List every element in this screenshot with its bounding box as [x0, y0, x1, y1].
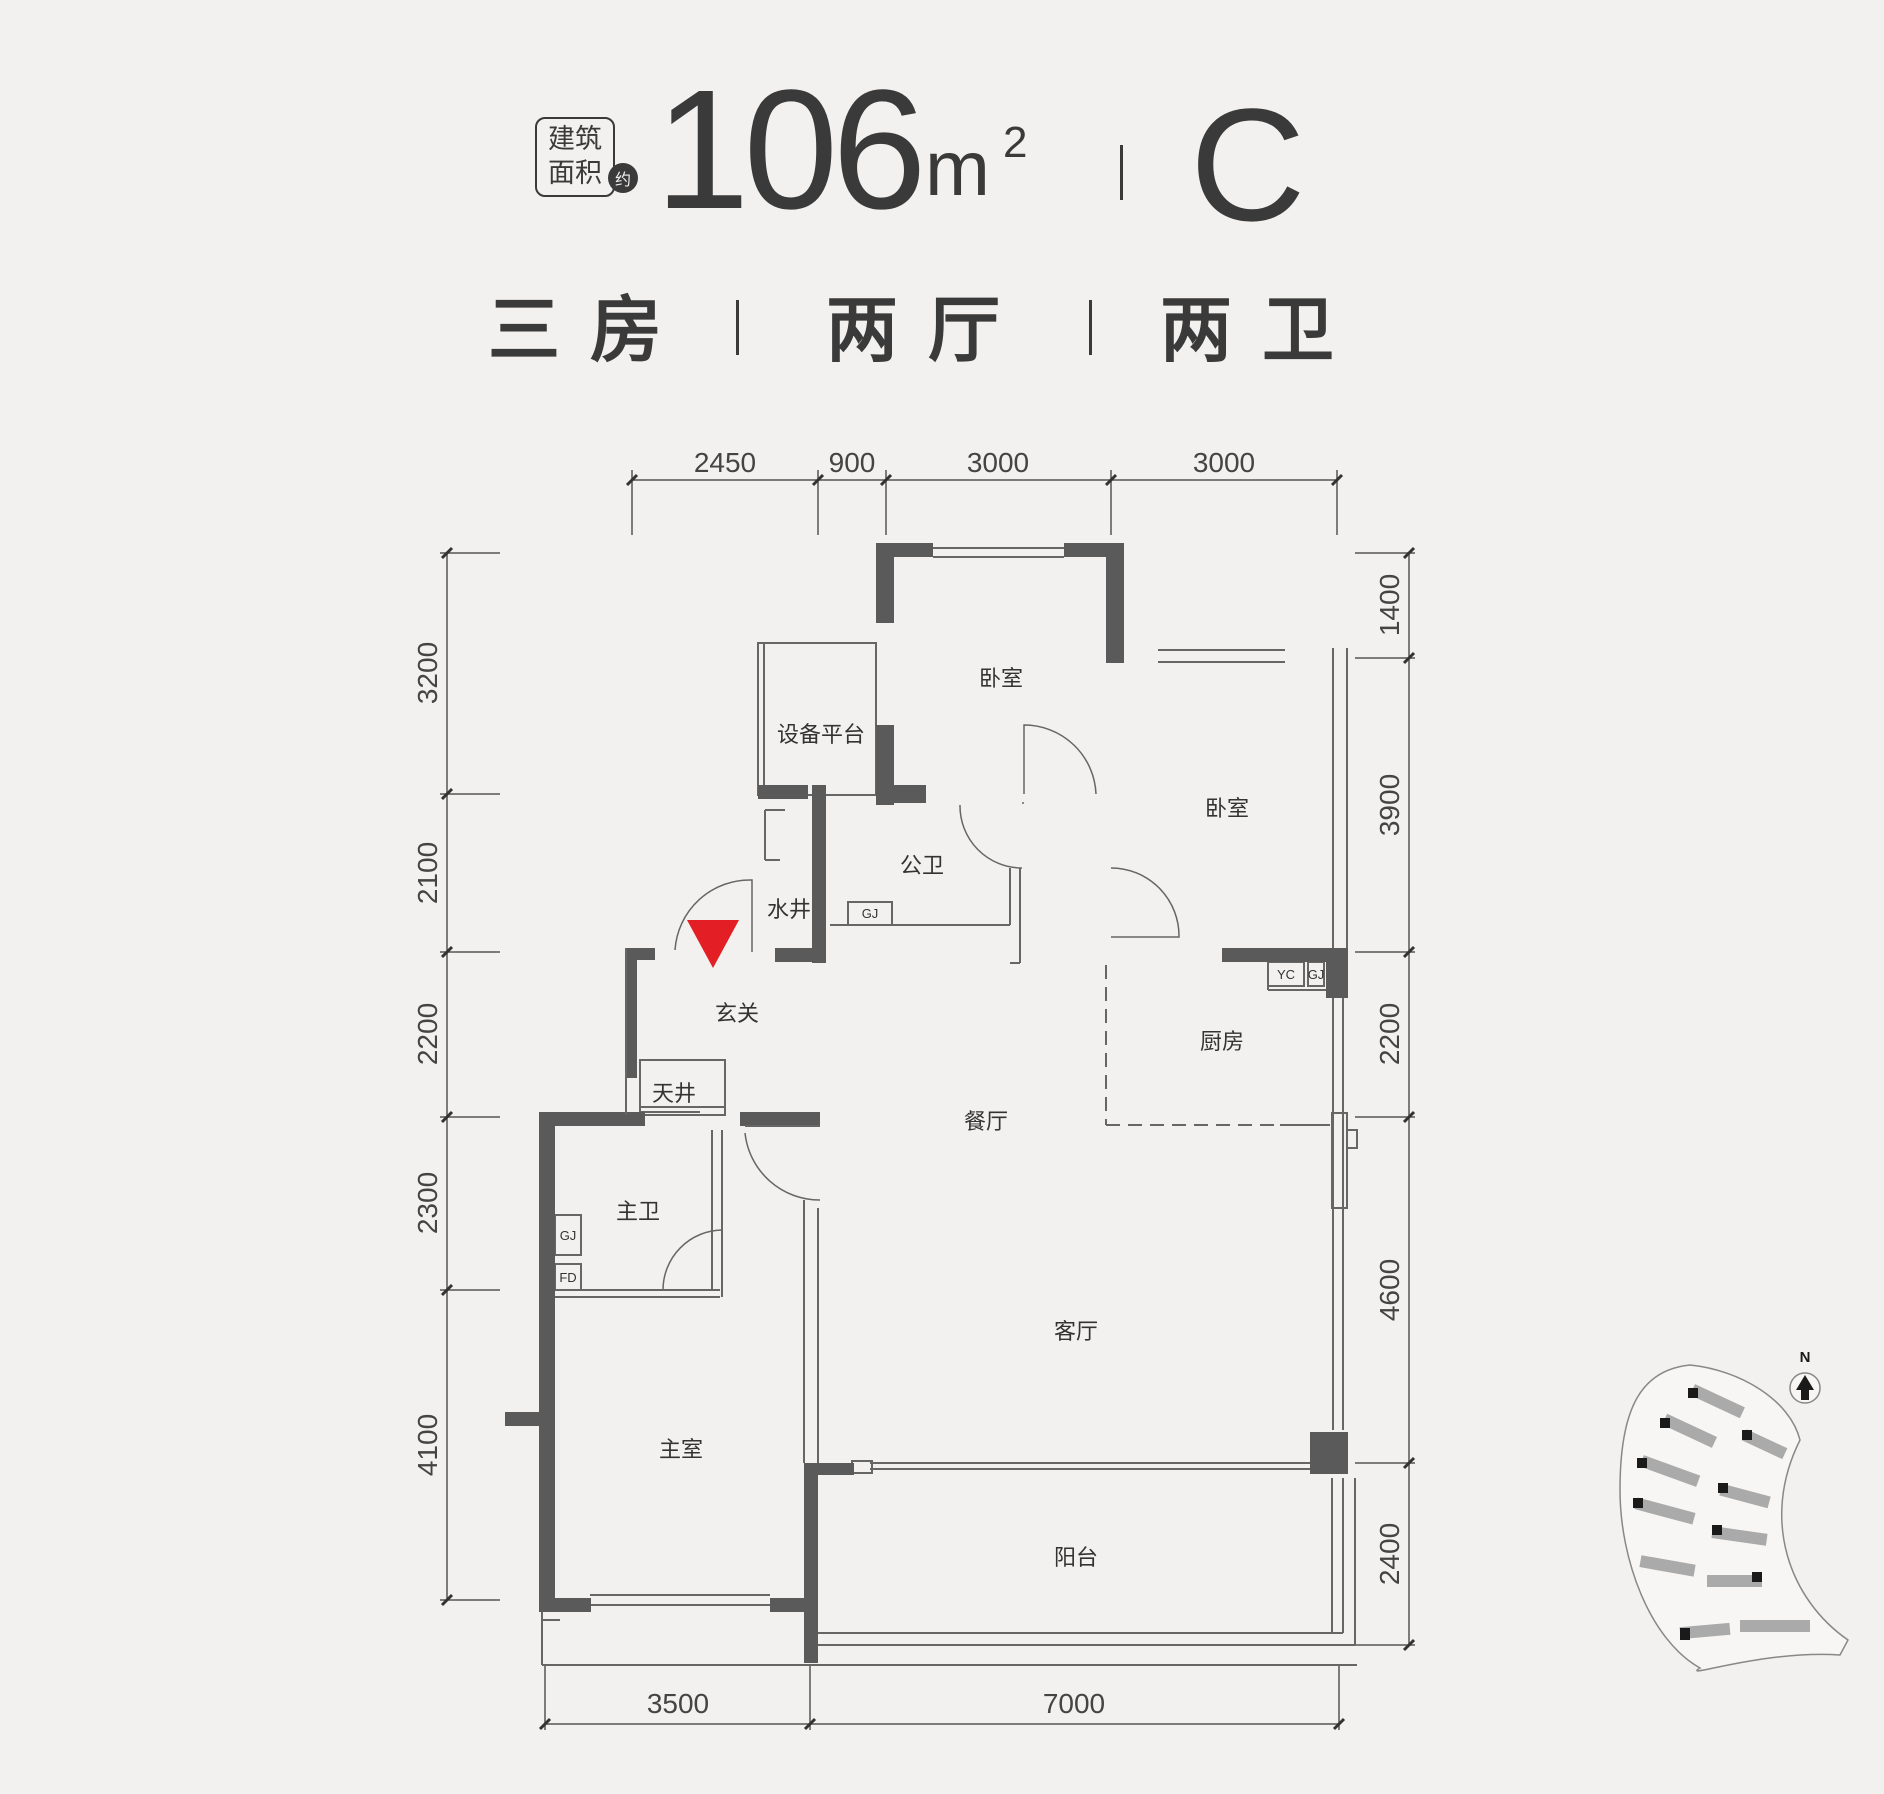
site-key-plan: N [1619, 1349, 1849, 1672]
dim-right-1: 1400 [1374, 574, 1405, 636]
dim-left-4: 2300 [412, 1172, 443, 1234]
dim-left-1: 3200 [412, 642, 443, 704]
room-light-well: 天井 [652, 1082, 696, 1107]
dim-right-4: 4600 [1374, 1259, 1405, 1321]
room-public-bath: 公卫 [900, 854, 944, 879]
dim-top-4: 3000 [1193, 447, 1255, 478]
room-dining: 餐厅 [964, 1110, 1008, 1135]
fixture-gj-master: GJ [560, 1228, 577, 1243]
feature-baths: 两卫 [1160, 288, 1365, 372]
dim-right-3: 2200 [1374, 1003, 1405, 1065]
dim-left-5: 4100 [412, 1414, 443, 1476]
area-unit: m [925, 124, 990, 212]
feature-divider-2 [1089, 300, 1092, 355]
fixture-fd: FD [559, 1270, 576, 1285]
dimension-lines [440, 470, 1415, 1730]
dim-left-3: 2200 [412, 1003, 443, 1065]
fixture-gj-kitchen: GJ [1308, 967, 1325, 982]
thin-walls [541, 547, 1358, 1666]
feature-divider-1 [736, 300, 739, 355]
area-badge-sub: 约 [608, 163, 638, 193]
area-value: 106 [655, 55, 927, 245]
area-badge-line2: 面积 [548, 158, 602, 189]
feature-bedrooms: 三房 [488, 288, 693, 372]
fixture-gj-public: GJ [862, 906, 879, 921]
room-water-well: 水井 [767, 898, 811, 923]
fixture-yc: YC [1277, 967, 1295, 982]
dim-top-1: 2450 [694, 447, 756, 478]
dim-bottom-2: 7000 [1043, 1688, 1105, 1719]
room-bedroom-east: 卧室 [1205, 797, 1249, 822]
room-equipment-platform: 设备平台 [777, 723, 865, 748]
dim-top-2: 900 [829, 447, 876, 478]
header-divider [1120, 145, 1123, 200]
dimension-ticks [440, 473, 1416, 1731]
room-balcony: 阳台 [1054, 1546, 1098, 1571]
unit-type: C [1190, 75, 1306, 254]
area-unit-sup: 2 [1003, 118, 1028, 167]
feature-halls: 两厅 [826, 288, 1031, 372]
room-kitchen: 厨房 [1200, 1030, 1244, 1055]
room-living: 客厅 [1054, 1320, 1098, 1345]
entry-marker-icon [687, 920, 739, 968]
dim-right-2: 3900 [1374, 774, 1405, 836]
room-master-bedroom: 主室 [659, 1438, 703, 1463]
room-bedroom-north: 卧室 [979, 667, 1023, 692]
area-badge: 建筑 面积 [535, 117, 615, 197]
room-entrance: 玄关 [715, 1002, 759, 1027]
walls [505, 543, 1348, 1663]
dim-left-2: 2100 [412, 842, 443, 904]
area-badge-line1: 建筑 [548, 124, 602, 155]
door-swings [662, 724, 1180, 1291]
north-arrow-icon [1796, 1375, 1814, 1400]
dim-bottom-1: 3500 [647, 1688, 709, 1719]
dim-right-5: 2400 [1374, 1523, 1405, 1585]
compass-north-label: N [1800, 1349, 1811, 1366]
room-master-bath: 主卫 [616, 1200, 660, 1225]
dim-top-3: 3000 [967, 447, 1029, 478]
